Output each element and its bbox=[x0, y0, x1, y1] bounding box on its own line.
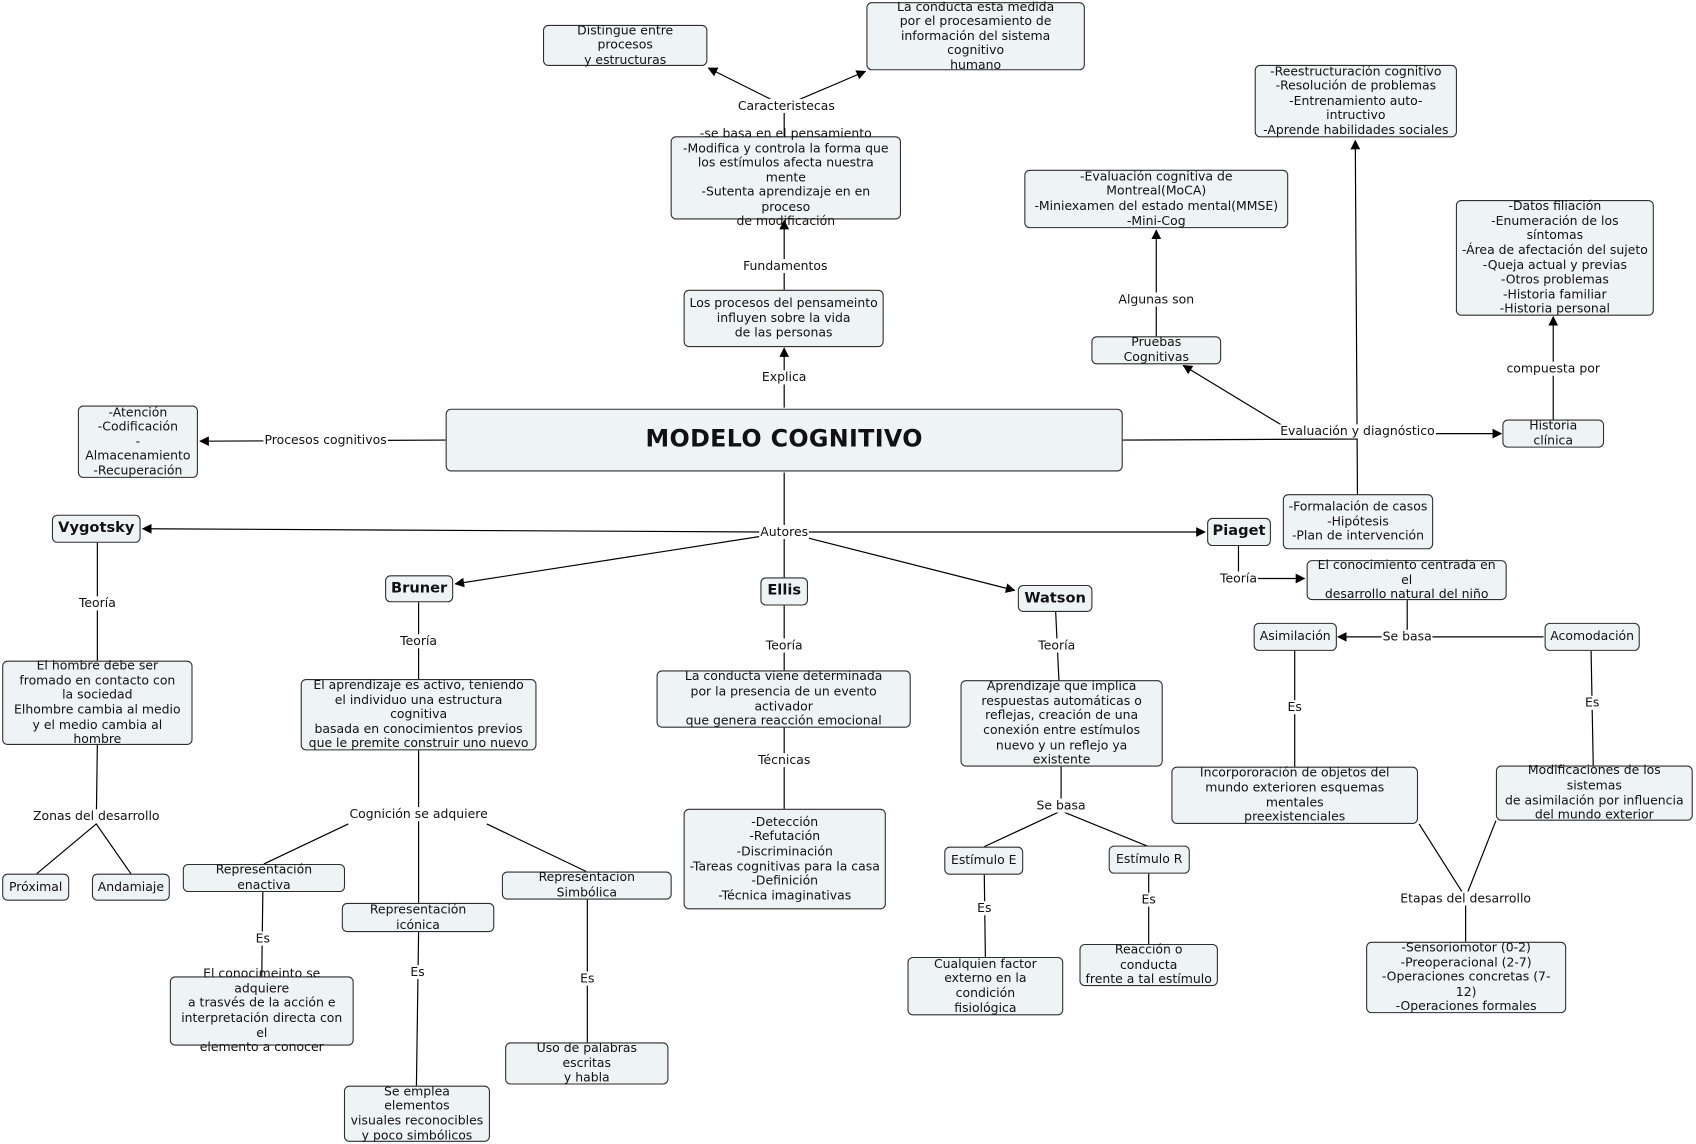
link-evaluacion-diagnostico: Evaluación y diagnóstico bbox=[1279, 423, 1436, 439]
node-se-basa-pensamiento[interactable]: -se basa en el pensamiento -Modifica y c… bbox=[670, 126, 901, 228]
link-fundamentos: Fundamentos bbox=[741, 257, 829, 274]
node-acomodacion-def[interactable]: Modificaciones de los sistemas de asimil… bbox=[1495, 763, 1693, 822]
link-procesos-cognitivos: Procesos cognitivos bbox=[263, 431, 388, 448]
link-es-acomodacion: Es bbox=[1583, 694, 1601, 710]
link-teoria-ellis: Teoría bbox=[764, 637, 804, 653]
node-reestructuracion[interactable]: -Reestructuración cognitivo -Resolución … bbox=[1254, 63, 1457, 138]
node-andamiaje[interactable]: Andamiaje bbox=[91, 873, 170, 901]
node-ellis-teoria[interactable]: La conducta viene determinada por la pre… bbox=[656, 669, 911, 728]
node-bruner-teoria[interactable]: El aprendizaje es activo, teniendo el in… bbox=[300, 677, 537, 751]
node-etapas[interactable]: -Sensoriomotor (0-2) -Preoperacional (2-… bbox=[1366, 940, 1567, 1013]
link-autores: Autores bbox=[759, 523, 810, 540]
link-es-enactiva: Es bbox=[254, 930, 272, 946]
node-estimulo-r[interactable]: Estímulo R bbox=[1108, 845, 1190, 874]
node-estimulo-e[interactable]: Estímulo E bbox=[944, 846, 1024, 875]
node-rep-simbolica[interactable]: Representacion Simbólica bbox=[501, 870, 672, 900]
node-conducta-medida[interactable]: La conducta esta medida por el procesami… bbox=[866, 0, 1085, 72]
link-es-asimilacion: Es bbox=[1286, 699, 1303, 715]
node-piaget-teoria[interactable]: El conocimiento centrada en el desarroll… bbox=[1306, 557, 1507, 601]
link-cognicion: Cognición se adquiere bbox=[348, 806, 489, 822]
node-moca[interactable]: -Evaluación cognitiva de Montreal(MoCA) … bbox=[1024, 169, 1289, 229]
link-se-basa-watson: Se basa bbox=[1035, 797, 1087, 813]
main-node-modelo-cognitivo[interactable]: MODELO COGNITIVO bbox=[445, 408, 1123, 472]
node-proximal[interactable]: Próximal bbox=[2, 873, 70, 901]
node-distingue[interactable]: Distingue entre procesos y estructuras bbox=[542, 23, 708, 67]
node-procesos-pensamiento[interactable]: Los procesos del pensameinto influyen so… bbox=[683, 289, 884, 348]
link-es-simbolica: Es bbox=[579, 970, 596, 986]
node-simbolica-def[interactable]: Uso de palabras escritas y habla bbox=[505, 1041, 669, 1085]
link-teoria-vygotsky: Teoría bbox=[77, 595, 117, 611]
author-ellis[interactable]: Ellis bbox=[760, 577, 808, 606]
author-vygotsky[interactable]: Vygotsky bbox=[51, 514, 141, 543]
node-pruebas-cognitivas[interactable]: Pruebas Cognitivas bbox=[1091, 335, 1222, 365]
link-zonas-desarrollo: Zonas del desarrollo bbox=[31, 808, 161, 824]
link-compuesta-por: compuesta por bbox=[1505, 360, 1602, 376]
author-piaget[interactable]: Piaget bbox=[1207, 517, 1271, 547]
node-estimulo-r-def[interactable]: Reacción o conducta frente a tal estímul… bbox=[1079, 942, 1218, 986]
node-datos-filiacion[interactable]: -Datos filiación -Enumeración de los sín… bbox=[1455, 198, 1654, 316]
author-bruner[interactable]: Bruner bbox=[385, 575, 454, 603]
link-se-basa-piaget: Se basa bbox=[1381, 628, 1433, 644]
link-teoria-piaget: Teoría bbox=[1218, 570, 1259, 586]
link-teoria-watson: Teoría bbox=[1037, 637, 1077, 653]
node-procesos-lista[interactable]: -Atención -Codificación -Almacenamiento … bbox=[77, 404, 198, 478]
link-es-e: Es bbox=[976, 900, 993, 916]
node-formulacion[interactable]: -Formalación de casos -Hipótesis -Plan d… bbox=[1282, 494, 1434, 550]
node-enactiva-def[interactable]: El conocimeinto se adquiere a trasvés de… bbox=[169, 966, 354, 1054]
link-tecnicas: Técnicas bbox=[756, 752, 812, 768]
node-estimulo-e-def[interactable]: Cualquien factor externo en la condición… bbox=[907, 956, 1064, 1016]
link-etapas-desarrollo: Etapas del desarrollo bbox=[1399, 890, 1533, 906]
node-iconica-def[interactable]: Se emplea elementos visuales reconocible… bbox=[343, 1083, 490, 1142]
link-es-iconica: Es bbox=[409, 963, 426, 980]
link-caracteristecas: Caracteristecas bbox=[736, 97, 836, 113]
node-acomodacion[interactable]: Acomodación bbox=[1544, 622, 1640, 651]
link-es-r: Es bbox=[1140, 891, 1157, 907]
author-watson[interactable]: Watson bbox=[1017, 584, 1093, 613]
link-explica: Explica bbox=[760, 369, 808, 385]
node-vygotsky-teoria[interactable]: El hombre debe ser fromado en contacto c… bbox=[2, 658, 193, 746]
node-rep-enactiva[interactable]: Representación enactiva bbox=[182, 862, 346, 893]
node-watson-teoria[interactable]: Aprendizaje que implica respuestas autom… bbox=[960, 678, 1163, 767]
node-historia-clinica[interactable]: Historia clínica bbox=[1502, 418, 1605, 448]
link-algunas-son: Algunas son bbox=[1117, 291, 1196, 307]
node-asimilacion[interactable]: Asimilación bbox=[1253, 622, 1337, 651]
link-teoria-bruner: Teoría bbox=[399, 633, 439, 649]
node-rep-iconica[interactable]: Representación icónica bbox=[341, 902, 495, 933]
node-ellis-tecnicas[interactable]: -Detección -Refutación -Discriminación -… bbox=[683, 808, 886, 910]
node-asimilacion-def[interactable]: Incorpororación de objetos del mundo ext… bbox=[1171, 765, 1419, 824]
